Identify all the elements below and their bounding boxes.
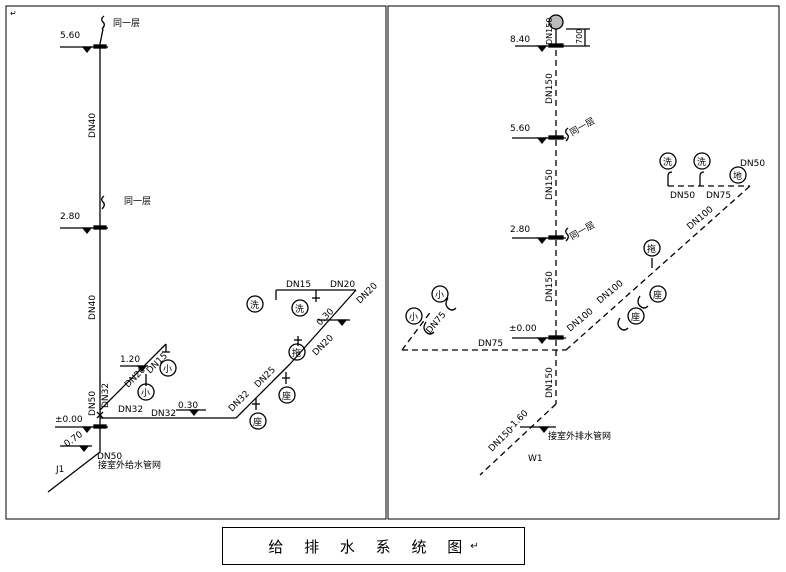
fixture-wash-2 <box>291 299 309 317</box>
drain-dn50-left: DN50 <box>670 191 695 201</box>
supply-slope-1-20: 1.20 <box>120 355 140 365</box>
supply-branch-right <box>289 289 357 365</box>
supply-inlet-note: 接室外给水管网 <box>98 459 161 471</box>
supply-riser-top-hook <box>101 15 105 30</box>
fixture-urinal-2 <box>137 383 155 401</box>
drain-dn100-3: DN100 <box>686 205 716 233</box>
fixture-toilet-2-label: 座 <box>253 416 262 428</box>
supply-riser-dn40-top: DN40 <box>88 113 98 138</box>
fixture-urinal-1 <box>159 359 177 377</box>
fixture-urinal-2-label: 小 <box>141 388 150 399</box>
drain-dn100-1: DN100 <box>566 307 596 335</box>
supply-panel-frame <box>5 5 387 520</box>
supply-level-5-60: 5.60 <box>60 31 80 41</box>
drainage-outlet-pipe <box>479 403 557 476</box>
drain-fixture-toilet-2-label: 座 <box>631 311 640 323</box>
supply-riser-dn50: DN50 <box>88 391 98 416</box>
supply-branch-left <box>99 343 167 411</box>
drain-fixture-mop-label: 拖 <box>647 243 656 255</box>
supply-inlet-dn50: DN50 <box>97 452 122 462</box>
drain-level-5-60: 5.60 <box>510 124 530 134</box>
supply-inlet-pipe <box>47 451 101 493</box>
drain-fixture-urinal-2-label: 小 <box>409 312 418 323</box>
drain-fixture-urinal-2 <box>405 307 423 325</box>
drain-fixture-wash-2 <box>693 152 711 170</box>
caption-return-mark: ↵ <box>470 540 479 552</box>
supply-dn32-c: DN32 <box>227 389 252 414</box>
drain-fixture-floor-label: 地 <box>733 170 742 182</box>
supply-dn25: DN25 <box>253 365 278 390</box>
drain-fixture-wash-2-label: 洗 <box>697 156 706 168</box>
supply-riser-code: J1 <box>55 465 64 475</box>
supply-dn20-right: DN20 <box>355 281 380 306</box>
drain-level-8-40: 8.40 <box>510 35 530 45</box>
supply-riser-dn40-low: DN40 <box>88 295 98 320</box>
drain-outlet-dn150: DN150 <box>487 425 516 454</box>
drain-vent-height: 700 <box>575 29 584 44</box>
fixture-wash-1 <box>246 295 264 313</box>
drain-fixture-urinal-1-label: 小 <box>435 290 444 301</box>
supply-riser-mid-hook <box>101 195 105 210</box>
supply-slope-0-30-low: 0.30 <box>178 401 198 411</box>
figure-title: 给 排 水 系 统 图 <box>268 537 471 556</box>
drain-dn50-top: DN50 <box>740 159 765 169</box>
fixture-wash-1-label: 洗 <box>250 299 259 311</box>
supply-level-0-00: ±0.00 <box>55 415 83 425</box>
drain-fixture-toilet-2 <box>627 307 645 325</box>
supply-same-floor-mid: 同一层 <box>124 196 151 207</box>
drainage-panel-frame <box>387 5 780 520</box>
supply-dn32-a: DN32 <box>118 405 143 415</box>
supply-dn20-top: DN20 <box>330 280 355 290</box>
supply-same-floor-top: 同一层 <box>113 18 140 29</box>
drain-same-floor-upper: 同一层 <box>568 116 597 139</box>
supply-dn32-b: DN32 <box>151 409 176 419</box>
drainage-branch-diagonal <box>565 185 751 351</box>
drain-stack-dn150-2: DN150 <box>545 73 555 104</box>
drain-fixture-urinal-1 <box>431 285 449 303</box>
drain-fixture-floor <box>729 166 747 184</box>
drain-stack-dn150-3: DN150 <box>545 169 555 200</box>
fixture-urinal-1-label: 小 <box>163 364 172 375</box>
supply-level-2-80: 2.80 <box>60 212 80 222</box>
fixture-toilet-1-label: 座 <box>282 390 291 402</box>
drain-stack-code: W1 <box>528 454 543 464</box>
supply-system <box>47 15 357 493</box>
fixture-toilet-2 <box>249 412 267 430</box>
figure-caption: 给 排 水 系 统 图↵ <box>222 527 525 565</box>
drain-same-floor-lower: 同一层 <box>568 220 597 243</box>
drain-outlet-note: 接室外排水管网 <box>548 430 611 442</box>
drain-fixture-wash-1 <box>659 152 677 170</box>
drain-stack-dn150-4: DN150 <box>545 271 555 302</box>
supply-dn15-top: DN15 <box>286 280 311 290</box>
fixture-toilet-1 <box>278 386 296 404</box>
drain-fixture-toilet-1-label: 座 <box>653 289 662 301</box>
drain-fixture-mop <box>643 239 661 257</box>
drain-dn75-horizontal: DN75 <box>478 339 503 349</box>
drain-fixture-toilet-1 <box>649 285 667 303</box>
drain-fixture-wash-1-label: 洗 <box>663 156 672 168</box>
supply-dn32-riser: DN32 <box>101 383 111 408</box>
fixture-mop-label: 拖 <box>292 347 301 359</box>
drain-stack-dn150-5: DN150 <box>545 367 555 398</box>
drain-dn75-right: DN75 <box>706 191 731 201</box>
drain-level-0-00: ±0.00 <box>509 324 537 334</box>
drain-stack-dn150-1: DN150 <box>545 18 554 45</box>
fixture-wash-2-label: 洗 <box>295 303 304 315</box>
drain-level-2-80: 2.80 <box>510 225 530 235</box>
fixture-mop <box>288 343 306 361</box>
drainage-system <box>401 14 751 476</box>
supply-slope-0-30-top: 0.30 <box>315 307 336 328</box>
drain-dn100-2: DN100 <box>596 279 626 307</box>
return-mark: ↵ <box>10 9 17 18</box>
